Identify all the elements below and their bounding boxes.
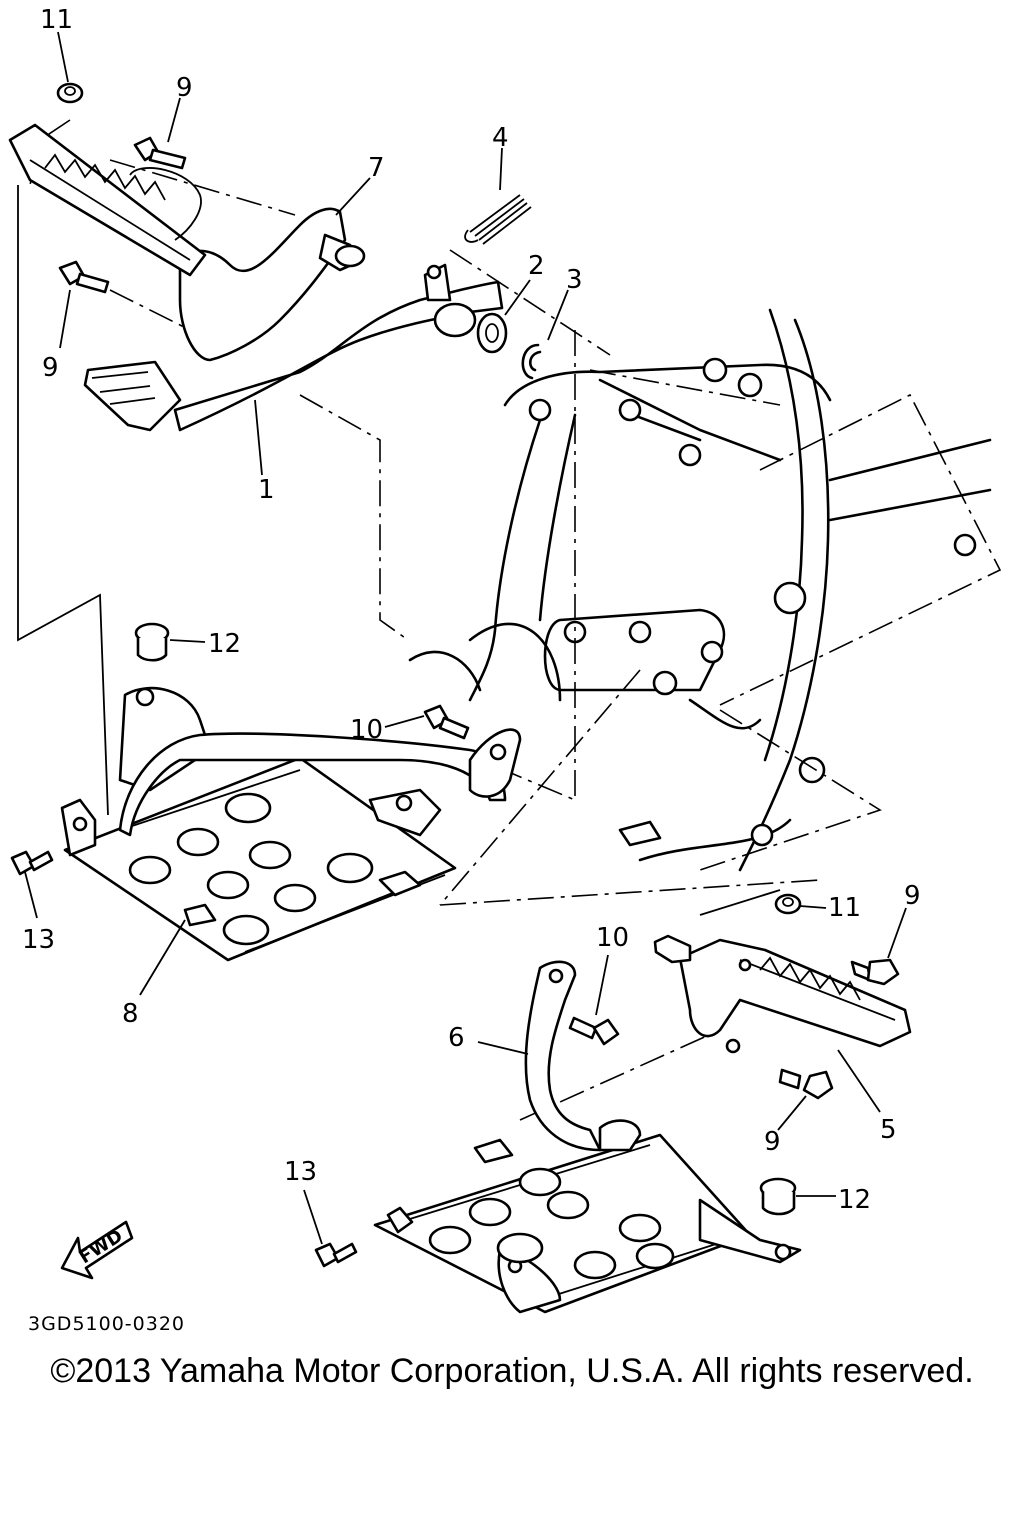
callout-9: 9 <box>764 1127 781 1157</box>
callout-1: 1 <box>258 475 275 505</box>
rubber-damper-12-bottom <box>759 1177 797 1216</box>
bolt-10-top <box>423 704 470 740</box>
footpeg-left <box>8 123 207 277</box>
callout-9: 9 <box>176 73 193 103</box>
callout-9: 9 <box>42 353 59 383</box>
callout-12: 12 <box>208 629 241 659</box>
leader-lines <box>24 31 907 1245</box>
callout-9: 9 <box>904 881 921 911</box>
callout-13: 13 <box>284 1157 317 1187</box>
callout-11: 11 <box>40 5 73 35</box>
callout-5: 5 <box>880 1115 897 1145</box>
bolt-10-bottom <box>568 1016 620 1046</box>
nut-11-top <box>56 82 84 104</box>
copyright-notice: ©2013 Yamaha Motor Corporation, U.S.A. A… <box>50 1352 974 1390</box>
callout-11: 11 <box>828 893 861 923</box>
brake-pedal <box>83 263 504 432</box>
bolt-9-top <box>133 136 187 170</box>
bolt-13-bottom <box>314 1242 358 1268</box>
callout-labels: 11 9 7 4 2 3 9 1 12 10 13 8 10 11 9 6 9 … <box>22 5 921 1215</box>
fwd-arrow-icon: FWD <box>60 1220 134 1280</box>
callout-12: 12 <box>838 1185 871 1215</box>
bolt-9-right-bottom <box>778 1068 834 1100</box>
callout-4: 4 <box>492 123 509 153</box>
bolt-9-left <box>58 260 110 294</box>
bolt-9-right-top <box>850 958 900 986</box>
motorcycle-frame <box>408 308 992 872</box>
engine-guard-right <box>373 960 802 1314</box>
callout-10: 10 <box>596 923 629 953</box>
fwd-label: FWD <box>76 1225 127 1268</box>
callout-13: 13 <box>22 925 55 955</box>
rubber-damper-12-top <box>134 622 170 662</box>
callout-6: 6 <box>448 1023 465 1053</box>
washer <box>476 312 508 354</box>
spring <box>464 194 532 245</box>
callout-7: 7 <box>368 153 385 183</box>
circlip <box>521 343 542 380</box>
callout-8: 8 <box>122 999 139 1029</box>
callout-3: 3 <box>566 265 583 295</box>
nut-11-right <box>774 893 802 915</box>
bolt-13-left <box>10 850 54 876</box>
callout-10: 10 <box>350 715 383 745</box>
callout-2: 2 <box>528 251 545 281</box>
footpeg-right <box>653 934 912 1054</box>
engine-guard-left <box>60 686 522 962</box>
diagram-code: 3GD5100-0320 <box>28 1313 185 1335</box>
footrest-bracket-left <box>178 207 366 362</box>
